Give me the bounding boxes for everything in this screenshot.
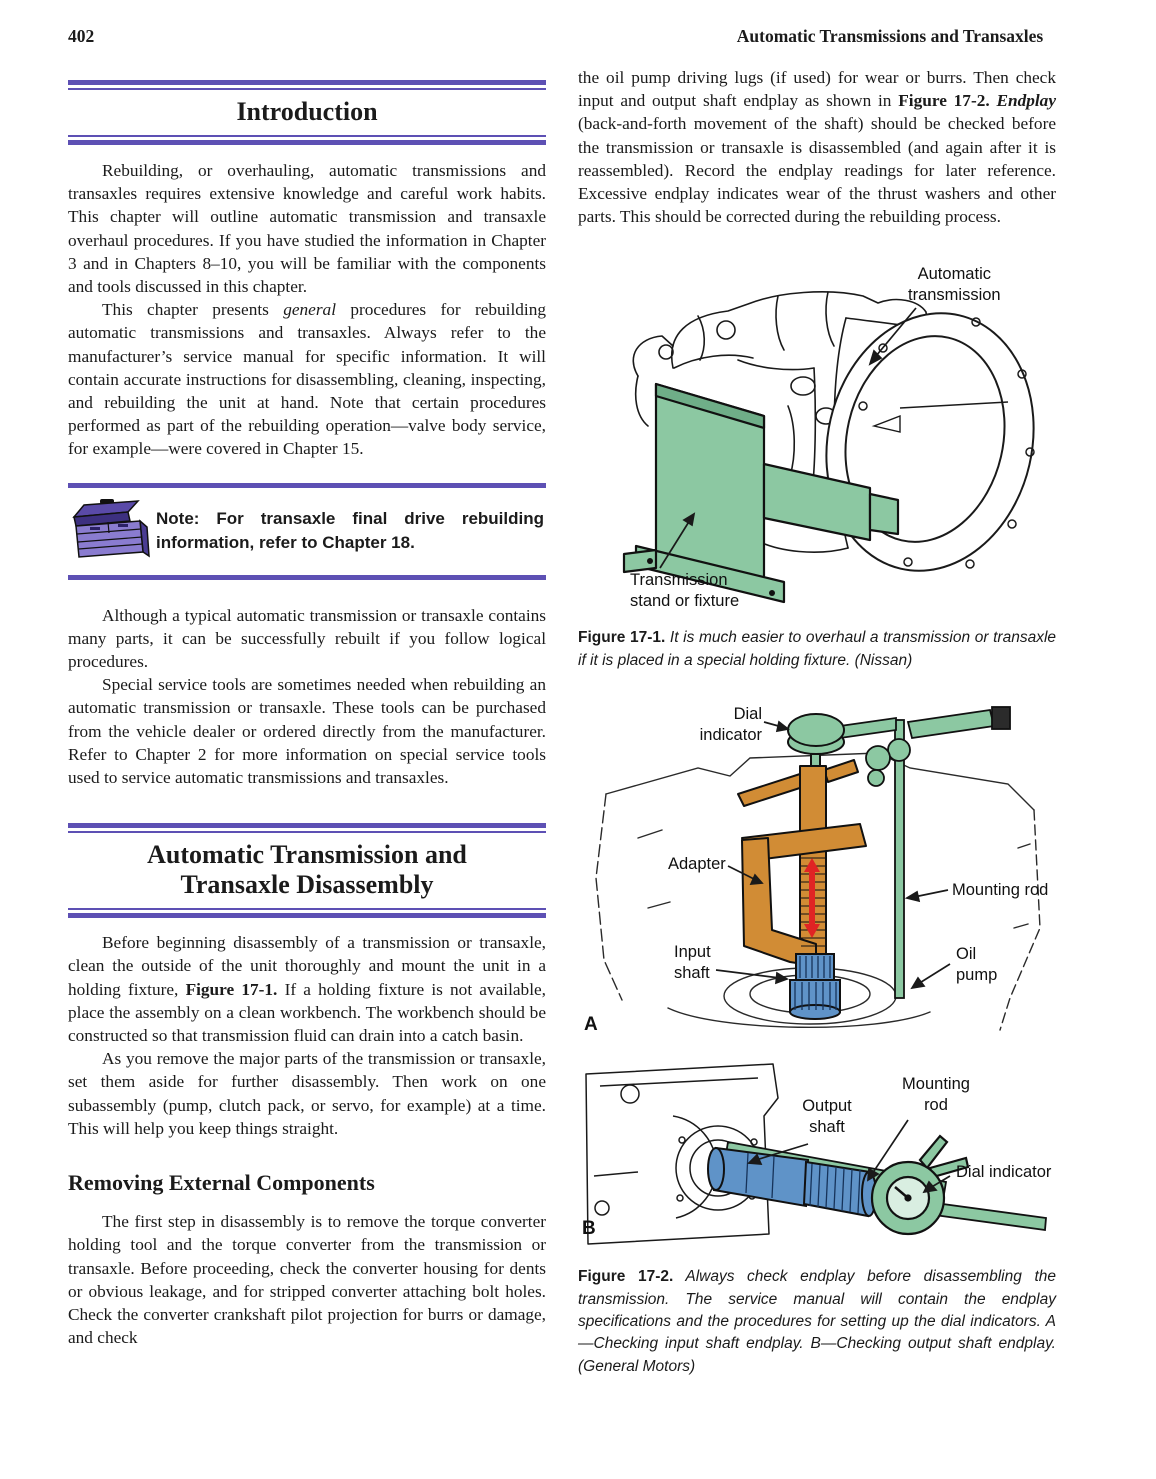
input-shaft-endplay-drawing xyxy=(595,706,1041,1031)
figure-label-dial-indicator: Dial indicator xyxy=(956,1163,1052,1182)
paragraph: Rebuilding, or overhauling, automatic tr… xyxy=(68,161,546,297)
transmission-on-stand-drawing xyxy=(622,291,1035,604)
figure-part-tag-b: B xyxy=(582,1218,596,1240)
heading-rule xyxy=(68,908,546,911)
figure-label-mounting-rod: Mounting rod xyxy=(902,1075,970,1115)
paragraph: This chapter presents general procedures… xyxy=(68,298,546,460)
caption-number: Figure 17-1. xyxy=(578,629,666,647)
heading-rule xyxy=(68,823,546,829)
text-run: procedures for rebuilding automatic tran… xyxy=(68,300,546,459)
text-run: Before beginning disassembly of a transm… xyxy=(68,933,546,999)
note-rule xyxy=(68,482,546,488)
text-run: (back-and-forth movement of the shaft) s… xyxy=(578,114,1056,227)
heading-rule xyxy=(68,913,546,919)
heading-rule xyxy=(68,88,546,90)
section-intro-heading: Introduction xyxy=(68,80,546,145)
note-content: Note: For transaxle final drive rebuildi… xyxy=(68,488,546,575)
note-rule xyxy=(68,574,546,580)
figure-part-tag-a: A xyxy=(584,1014,598,1036)
figure-17-1-caption: Figure 17-1. It is much easier to overha… xyxy=(578,627,1056,672)
figure-label-adapter: Adapter xyxy=(668,855,726,874)
figure-17-2-caption: Figure 17-2. Always check endplay before… xyxy=(578,1266,1056,1378)
figure-label-oil-pump: Oil pump xyxy=(956,945,998,985)
note-box: Note: For transaxle final drive rebuildi… xyxy=(68,482,546,580)
text-run: If a holding fixture is not available, p… xyxy=(68,979,546,1046)
figure-label-output-shaft: Output shaft xyxy=(802,1097,852,1137)
section-disassembly-heading: Automatic Transmission and Transaxle Dis… xyxy=(68,823,546,919)
term-endplay: Endplay xyxy=(989,91,1056,111)
section-title-introduction: Introduction xyxy=(236,97,378,126)
paragraph: The first step in disassembly is to remo… xyxy=(68,1212,546,1348)
paragraph: Although a typical automatic transmissio… xyxy=(68,605,546,672)
caption-number: Figure 17-2. xyxy=(578,1268,674,1286)
text-run-italic: general xyxy=(283,300,336,320)
caption-text: Always check endplay before disassemblin… xyxy=(578,1268,1057,1375)
text-run: This chapter presents xyxy=(102,300,284,320)
page-number: 402 xyxy=(68,26,95,46)
figure-label-input-shaft: Input shaft xyxy=(674,943,711,983)
paragraph: the oil pump driving lugs (if used) for … xyxy=(578,66,1056,228)
toolbox-icon xyxy=(70,498,156,564)
figure-17-1: Automatic transmission Transmission stan… xyxy=(578,256,1056,614)
heading-rule xyxy=(68,831,546,834)
paragraph: As you remove the major parts of the tra… xyxy=(68,1049,546,1138)
page-header: 402 Automatic Transmissions and Transaxl… xyxy=(68,26,1088,50)
figure-label-automatic-transmission: Automatic transmission xyxy=(908,265,1001,305)
subheading-removing-external-components: Removing External Components xyxy=(68,1170,375,1196)
left-column: Introduction Rebuilding, or overhauling,… xyxy=(68,80,546,1349)
figure-label-mounting-rod: Mounting rod xyxy=(952,881,1049,900)
running-head: Automatic Transmissions and Transaxles xyxy=(736,26,1044,46)
paragraph: Special service tools are sometimes need… xyxy=(68,675,546,788)
heading-rule xyxy=(68,135,546,137)
figure-label-dial-indicator: Dial indicator xyxy=(699,705,762,745)
figure-reference: Figure 17-2. xyxy=(898,91,990,111)
output-shaft-endplay-drawing xyxy=(585,1063,1047,1245)
heading-rule xyxy=(68,80,546,85)
figure-reference: Figure 17-1. xyxy=(185,979,278,999)
paragraph: Before beginning disassembly of a transm… xyxy=(68,931,546,1047)
section-title-disassembly: Automatic Transmission and Transaxle Dis… xyxy=(147,840,467,900)
caption-text: It is much easier to overhaul a transmis… xyxy=(578,629,1057,669)
note-text: Note: For transaxle final drive rebuildi… xyxy=(156,509,544,553)
text-run: the oil pump driving lugs (if used) for … xyxy=(578,68,1056,111)
figure-label-transmission-stand: Transmission stand or fixture xyxy=(630,571,740,611)
figure-17-2-a: Dial indicator Adapter Input shaft Mount… xyxy=(578,698,1056,1048)
heading-rule xyxy=(68,140,546,145)
figure-17-2-b: Output shaft Mounting rod Dial indicator… xyxy=(578,1056,1056,1254)
right-column: the oil pump driving lugs (if used) for … xyxy=(578,66,1056,1378)
